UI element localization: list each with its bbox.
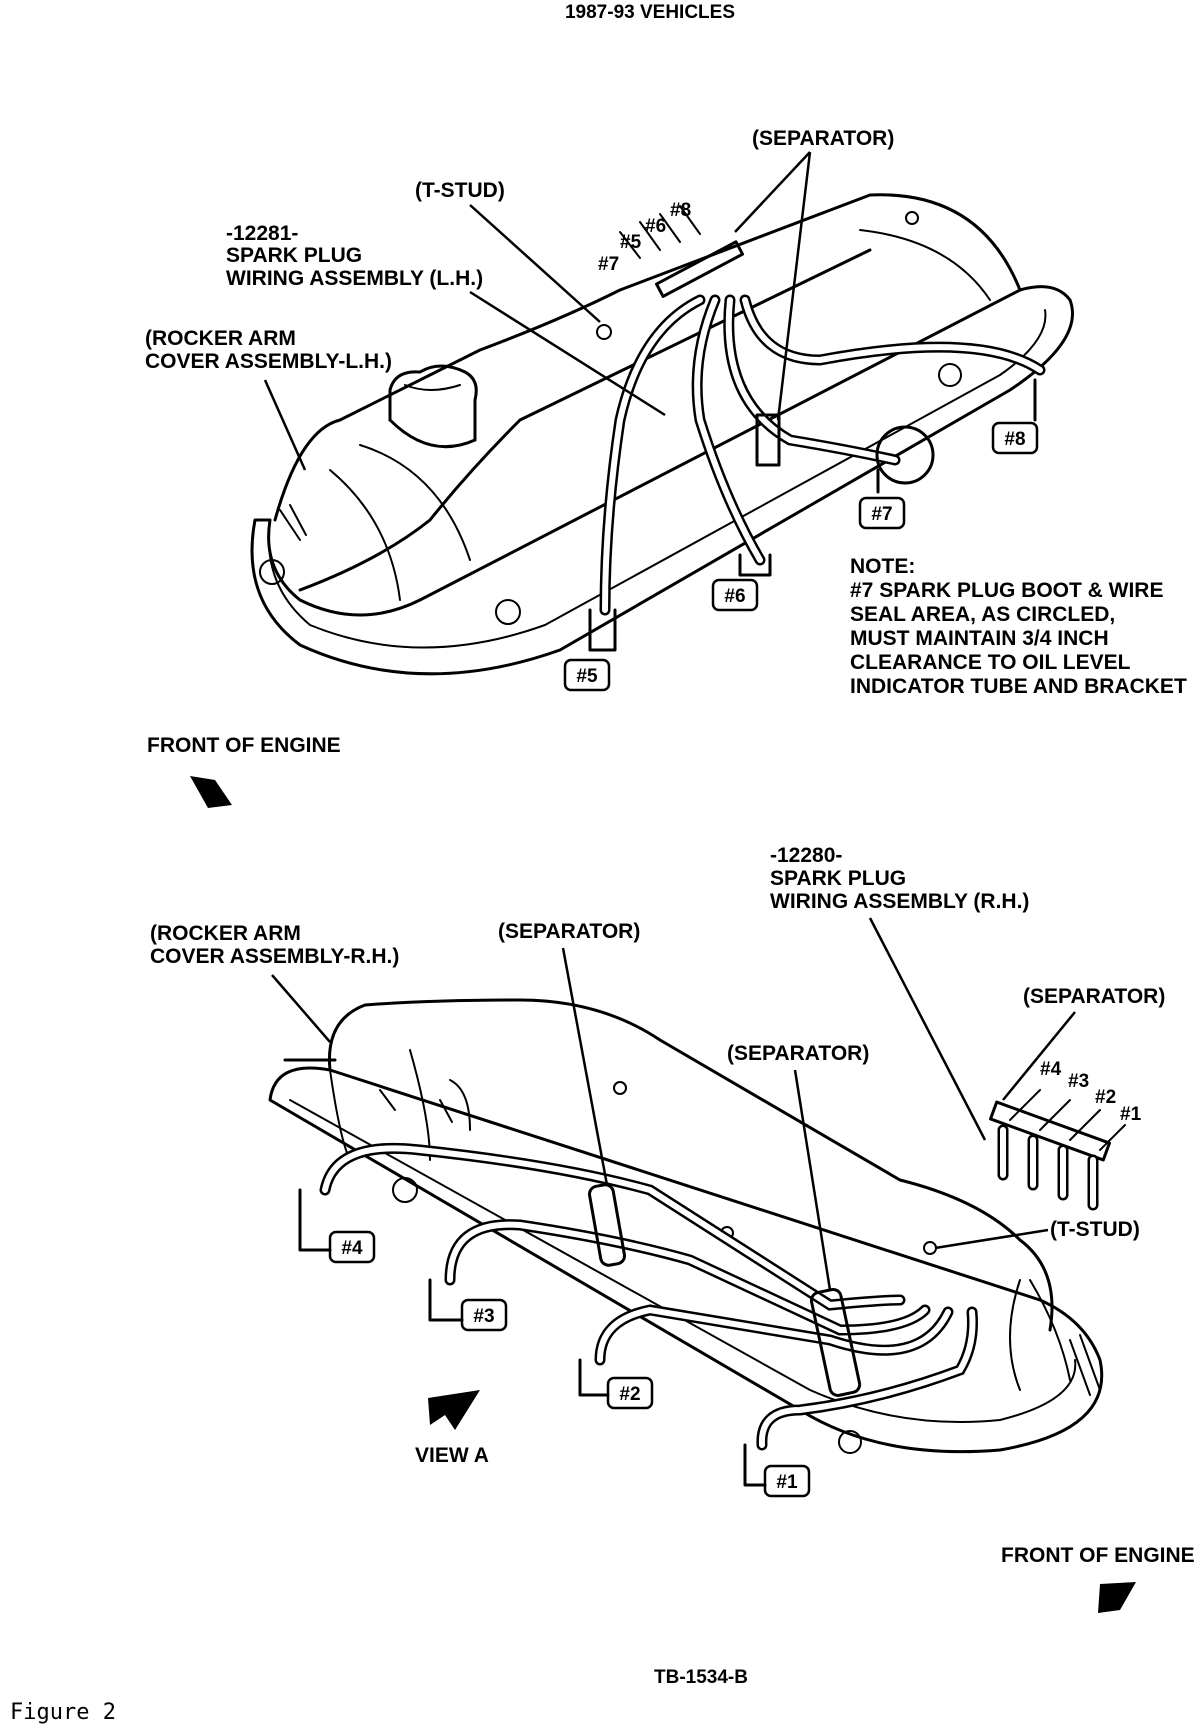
rh-separator-right-label: (SEPARATOR) xyxy=(1023,985,1165,1008)
rh-separator-mid-leader xyxy=(793,1069,832,1291)
rh-pin-4: #4 xyxy=(1040,1059,1062,1080)
lh-clearance-note: NOTE: #7 SPARK PLUG BOOT & WIRE SEAL ARE… xyxy=(850,555,1187,698)
rh-cover-line1: (ROCKER ARM xyxy=(150,922,301,945)
lh-wiring-line2: WIRING ASSEMBLY (L.H.) xyxy=(226,267,483,290)
lh-pin-labels: #7 #5 #6 #8 xyxy=(598,200,691,275)
note-line-5: INDICATOR TUBE AND BRACKET xyxy=(850,675,1187,698)
rh-plug-tags: #4 #3 #2 #1 xyxy=(298,1188,811,1498)
rh-plug-tag-4: #4 xyxy=(341,1238,363,1259)
lh-plug-tags: #5 #6 #7 #8 xyxy=(563,378,1039,692)
note-line-0: NOTE: xyxy=(850,555,915,578)
rh-separator-with-pins xyxy=(989,1089,1126,1211)
lh-pin-6: #6 xyxy=(645,216,666,237)
rh-cover-line2: COVER ASSEMBLY-R.H.) xyxy=(150,945,399,968)
note-line-4: CLEARANCE TO OIL LEVEL xyxy=(850,651,1131,674)
note-line-1: #7 SPARK PLUG BOOT & WIRE xyxy=(850,579,1163,602)
rh-tstud-label: (T-STUD) xyxy=(1050,1218,1140,1241)
rh-plug-tag-1: #1 xyxy=(776,1472,798,1493)
rh-pin-1: #1 xyxy=(1120,1104,1142,1125)
rh-separator-left-label: (SEPARATOR) xyxy=(498,920,640,943)
header-title: 1987-93 VEHICLES xyxy=(565,2,735,23)
lh-front-of-engine-label: FRONT OF ENGINE xyxy=(147,734,341,757)
lh-pin-5: #5 xyxy=(620,232,642,253)
lh-pin-7: #7 xyxy=(598,254,619,275)
rh-pin-2: #2 xyxy=(1095,1087,1116,1108)
lh-tstud-label: (T-STUD) xyxy=(415,179,505,202)
rh-pin-3: #3 xyxy=(1068,1071,1089,1092)
rh-rocker-cover-drawing xyxy=(268,998,1104,1454)
lh-front-arrow-icon xyxy=(190,776,232,808)
lh-pin-8: #8 xyxy=(670,200,691,221)
note-line-3: MUST MAINTAIN 3/4 INCH xyxy=(850,627,1109,650)
rh-separator-left-leader xyxy=(561,947,609,1186)
note-line-2: SEAL AREA, AS CIRCLED, xyxy=(850,603,1115,626)
figure-caption: Figure 2 xyxy=(10,1700,116,1725)
view-a-label: VIEW A xyxy=(415,1444,489,1467)
lh-tstud-leader xyxy=(469,204,601,323)
lh-rocker-cover-drawing xyxy=(250,193,1074,676)
lh-plug-tag-5: #5 xyxy=(576,666,598,687)
lh-wiring-leader xyxy=(469,290,666,417)
lh-plug-tag-6: #6 xyxy=(724,586,745,607)
rh-tstud-marker xyxy=(923,1241,937,1255)
rh-pin-labels: #4 #3 #2 #1 xyxy=(1040,1059,1142,1125)
rh-front-arrow-icon xyxy=(1098,1582,1136,1613)
view-a-arrow-icon xyxy=(428,1390,480,1430)
lh-cover-line1: (ROCKER ARM xyxy=(145,327,296,350)
rh-plug-tag-2: #2 xyxy=(619,1384,640,1405)
rh-wiring-line1: SPARK PLUG xyxy=(770,867,906,890)
rh-wiring-part-number: -12280- xyxy=(770,844,842,867)
lh-plug-tag-7: #7 xyxy=(871,504,892,525)
rh-tstud-leader xyxy=(934,1228,1049,1250)
rh-spark-plug-wires xyxy=(319,1142,978,1451)
figure-code: TB-1534-B xyxy=(654,1667,748,1688)
lh-wiring-part-number: -12281- xyxy=(226,222,298,245)
lh-separator-leader xyxy=(734,151,812,421)
lh-separator-label: (SEPARATOR) xyxy=(752,127,894,150)
lh-wiring-line1: SPARK PLUG xyxy=(226,244,362,267)
lh-cover-leader xyxy=(263,379,307,471)
rh-wiring-line2: WIRING ASSEMBLY (R.H.) xyxy=(770,890,1029,913)
rh-plug-tag-3: #3 xyxy=(473,1306,494,1327)
lh-cover-line2: COVER ASSEMBLY-L.H.) xyxy=(145,350,392,373)
rh-wiring-leader xyxy=(868,917,987,1141)
rh-front-of-engine-label: FRONT OF ENGINE xyxy=(1001,1544,1195,1567)
lh-plug-tag-8: #8 xyxy=(1004,429,1025,450)
rh-separator-right-leader xyxy=(1002,1011,1076,1101)
rh-separator-mid-label: (SEPARATOR) xyxy=(727,1042,869,1065)
lh-spark-plug-wires xyxy=(599,205,1046,616)
rh-cover-leader xyxy=(271,974,331,1043)
